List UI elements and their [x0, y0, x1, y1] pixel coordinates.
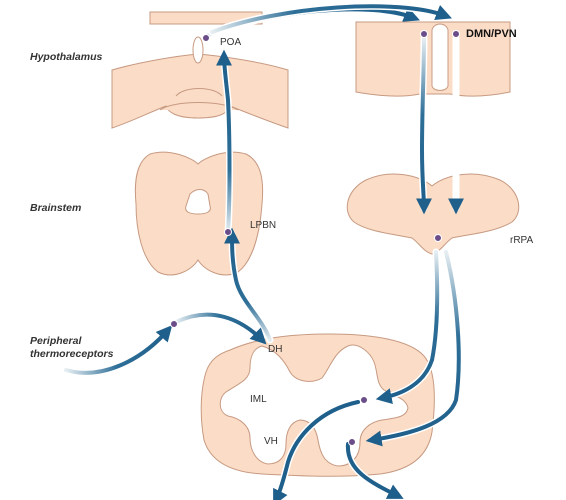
label-dmn-pvn: DMN/PVN: [466, 28, 517, 40]
spinal-cord-section: [200, 333, 435, 477]
label-brainstem: Brainstem: [30, 202, 81, 214]
label-iml: IML: [250, 394, 267, 405]
neuron-dmn: [420, 30, 428, 38]
axon-dmn-to-rrpa: [415, 36, 432, 215]
fourth-ventricle: [185, 189, 211, 215]
axon-pathways: [62, 2, 464, 500]
axon-vh-output: [345, 442, 404, 499]
label-thermoreceptors: thermoreceptors: [30, 348, 114, 360]
axon-ganglion-to-dh: [174, 312, 267, 345]
axon-lpbn-to-poa: [216, 49, 233, 234]
axon-peripheral-to-ganglion: [64, 325, 173, 375]
spinal-gray-matter: [219, 344, 409, 467]
brainstem-right-section: [346, 173, 520, 255]
label-dh: DH: [268, 344, 282, 355]
neuron-peripheral-ganglion: [170, 320, 178, 328]
neuron-vh: [348, 438, 356, 446]
label-peripheral: Peripheral: [30, 335, 82, 347]
region-labels: Hypothalamus Brainstem Peripheral thermo…: [30, 51, 114, 360]
neurons: [170, 30, 460, 446]
axon-dh-to-lpbn: [224, 227, 272, 342]
axon-rrpa-to-iml: [375, 250, 440, 404]
neuron-lpbn: [224, 228, 232, 236]
axon-poa-to-pvn: [210, 4, 452, 34]
neuron-rrpa: [434, 234, 442, 242]
axon-iml-output: [273, 400, 360, 500]
label-vh: VH: [264, 436, 278, 447]
third-ventricle-right: [431, 23, 449, 91]
third-ventricle-left: [192, 36, 204, 64]
brainstem-left-section: [134, 151, 264, 276]
hypothalamus-left-section: [111, 11, 289, 129]
neuron-iml: [360, 396, 368, 404]
label-rrpa: rRPA: [510, 235, 533, 246]
axon-rrpa-to-vh: [365, 250, 461, 447]
label-hypothalamus: Hypothalamus: [30, 51, 103, 63]
neuron-poa: [202, 34, 210, 42]
neuron-pvn: [452, 30, 460, 38]
label-lpbn: LPBN: [250, 220, 276, 231]
nucleus-labels: POA DMN/PVN LPBN rRPA DH IML VH: [220, 28, 533, 447]
hypothalamus-right-section: [355, 21, 511, 97]
label-poa: POA: [220, 37, 241, 48]
